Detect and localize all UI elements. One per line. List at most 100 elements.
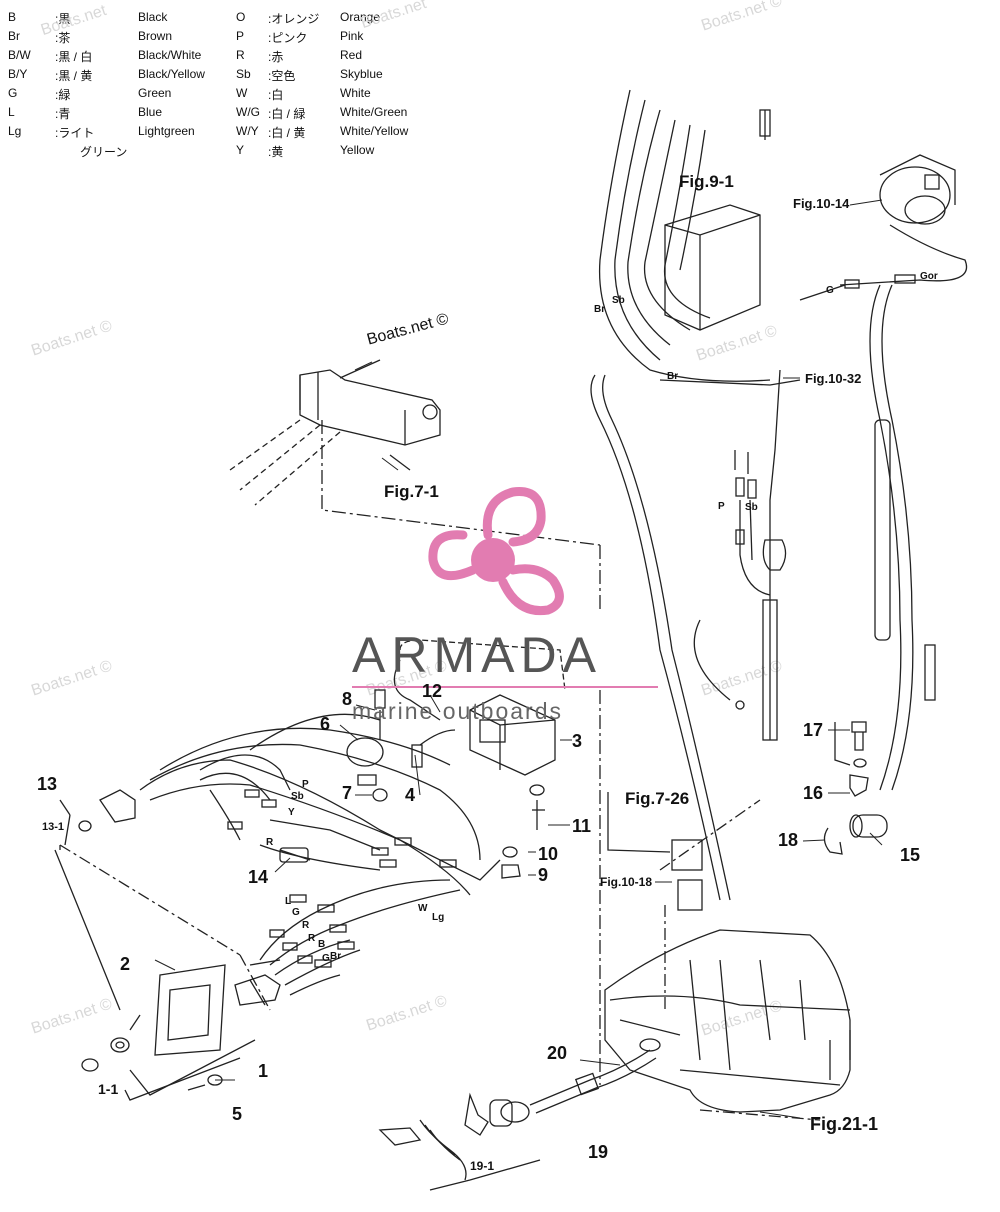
legend-code: Lg (8, 124, 22, 138)
main-harness-wires (139, 713, 501, 996)
legend-jp: :青 (55, 107, 71, 121)
wire-label: G (826, 285, 834, 296)
legend-code: Y (236, 143, 245, 157)
wire-label: Sb (612, 295, 625, 306)
legend-en: Brown (138, 29, 173, 43)
part-number-6: 6 (320, 714, 331, 734)
legend-code: B/W (8, 48, 31, 62)
bracket-fig-7-26 (607, 792, 761, 1010)
wire-label: R (302, 920, 310, 931)
wire-label: R (266, 837, 274, 848)
legend-code: W/G (236, 105, 260, 119)
legend-code: G (8, 86, 18, 100)
legend-en: Lightgreen (138, 124, 195, 138)
legend-en: Orange (340, 10, 381, 24)
fig-ref-10-18: Fig.10-18 (600, 875, 653, 889)
wire-label: Br (667, 371, 679, 382)
legend-code: B (8, 10, 17, 24)
legend-jp: :白 / 緑 (268, 107, 306, 121)
legend-code: Sb (236, 67, 251, 81)
part-number-15: 15 (900, 845, 921, 865)
logo-title: ARMADA (352, 627, 602, 683)
part-number-1-1: 1-1 (98, 1081, 119, 1097)
part-number-19: 19 (588, 1142, 609, 1162)
part-number-9: 9 (538, 865, 549, 885)
legend-code: W (236, 86, 248, 100)
legend-jp: :黒 (55, 12, 71, 26)
part-number-7: 7 (342, 783, 353, 803)
legend-jp: :黄 (268, 145, 284, 159)
legend-code: Br (8, 29, 20, 43)
legend-en: Red (340, 48, 363, 62)
legend-jp: :黒 / 白 (55, 50, 93, 64)
switch-box (346, 639, 566, 879)
part-number-10: 10 (538, 844, 559, 864)
part-number-8: 8 (342, 689, 353, 709)
legend-jp: :緑 (55, 88, 71, 102)
armada-logo-icon (352, 487, 658, 688)
part-number-13-1: 13-1 (42, 821, 65, 833)
fig-ref-7-1: Fig.7-1 (384, 482, 439, 501)
legend-jp: :空色 (268, 69, 296, 83)
legend-jp: :白 / 黄 (268, 126, 306, 140)
fig-ref-9-1: Fig.9-1 (679, 172, 734, 191)
legend-en: Pink (340, 29, 364, 43)
wire-label: Br (330, 951, 342, 962)
legend-jp: :オレンジ (268, 12, 320, 26)
legend-en: Yellow (340, 143, 375, 157)
legend-en: White/Green (340, 105, 408, 119)
fig-ref-21-1: Fig.21-1 (810, 1114, 879, 1134)
legend-en: Black/White (138, 48, 202, 62)
wire-label: G (322, 953, 330, 964)
lanyard-switch-assembly (378, 1049, 657, 1191)
part-number-11: 11 (572, 816, 592, 836)
part-number-12: 12 (422, 681, 443, 701)
legend-code: L (8, 105, 15, 119)
wire-label: L (285, 896, 292, 907)
main-switch-assembly (54, 789, 281, 1101)
fig-ref-7-26: Fig.7-26 (625, 789, 690, 808)
wire-label: Br (594, 304, 606, 315)
part-number-5: 5 (232, 1104, 243, 1124)
wire-label: Sb (745, 502, 758, 513)
bracket-fig-7-1 (229, 359, 441, 506)
bottom-cowling-fig-21-1 (599, 929, 851, 1121)
stop-switch-fig-10-14 (799, 154, 968, 791)
legend-en: Skyblue (340, 67, 383, 81)
part-number-19-1: 19-1 (470, 1159, 495, 1173)
fig-ref-10-32: Fig.10-32 (805, 371, 862, 386)
wire-label: P (718, 501, 725, 512)
legend-code: O (236, 10, 246, 24)
legend-jp: :ライト (55, 126, 95, 140)
legend-en: Blue (138, 105, 163, 119)
part-number-20: 20 (547, 1043, 568, 1063)
legend-code: R (236, 48, 245, 62)
part-number-13: 13 (37, 774, 58, 794)
cdi-unit-fig-9-1 (590, 89, 787, 901)
legend-jp: :白 (268, 88, 284, 102)
legend-jp: :茶 (55, 31, 71, 45)
part-number-17: 17 (803, 720, 824, 740)
wire-label: W (418, 903, 428, 914)
legend-jp: :ピンク (268, 31, 308, 45)
neutral-switch-group (823, 721, 888, 855)
wire-label: Gor (920, 271, 938, 282)
legend-en: White/Yellow (340, 124, 409, 138)
logo-subtitle: marine outboards (352, 698, 563, 724)
wire-label: Sb (291, 791, 304, 802)
part-number-4: 4 (405, 785, 416, 805)
legend-jp: :赤 (268, 50, 284, 64)
wire-label: Lg (432, 912, 445, 923)
legend-jp: :黒 / 黄 (55, 69, 93, 83)
legend-en: White (340, 86, 371, 100)
legend-code: P (236, 29, 245, 43)
wire-label: Y (288, 807, 295, 818)
part-number-3: 3 (572, 731, 583, 751)
wire-label: G (292, 907, 300, 918)
legend-code: W/Y (236, 124, 259, 138)
wire-label: R (308, 933, 316, 944)
legend-en: Black/Yellow (138, 67, 205, 81)
part-number-18: 18 (778, 830, 799, 850)
wire-label: P (302, 779, 309, 790)
